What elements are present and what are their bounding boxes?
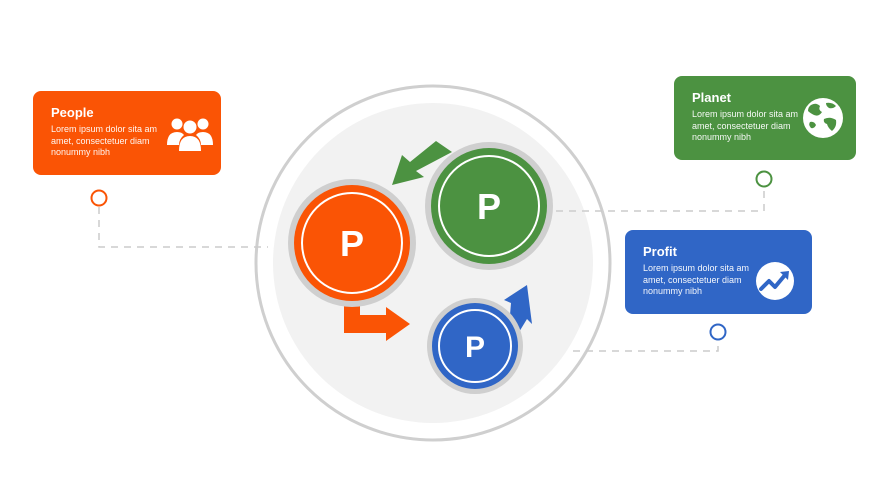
connector-profit — [573, 340, 719, 352]
card-planet-body: Lorem ipsum dolor sita am amet, consecte… — [692, 109, 799, 142]
marker-profit — [709, 323, 727, 341]
trend-up-icon — [756, 262, 794, 300]
marker-planet — [755, 170, 773, 188]
connector-planet — [556, 188, 765, 212]
connector-people — [98, 207, 268, 248]
circle-people: P — [288, 179, 416, 307]
circle-profit: P — [427, 298, 523, 394]
card-profit: Profit Lorem ipsum dolor sita am amet, c… — [625, 230, 812, 314]
arrow-planet-to-people-icon — [392, 141, 452, 185]
marker-people — [90, 189, 108, 207]
card-planet: Planet Lorem ipsum dolor sita am amet, c… — [674, 76, 856, 160]
card-people: People Lorem ipsum dolor sita am amet, c… — [33, 91, 221, 175]
card-planet-title: Planet — [692, 90, 732, 105]
circle-planet: P — [425, 142, 553, 270]
circle-planet-label: P — [477, 186, 501, 227]
circle-profit-label: P — [465, 331, 485, 364]
people-group-icon — [167, 118, 213, 151]
arrow-people-to-profit-icon — [344, 296, 410, 341]
card-profit-title: Profit — [643, 244, 677, 259]
circle-people-label: P — [340, 223, 364, 264]
card-profit-body: Lorem ipsum dolor sita am amet, consecte… — [643, 263, 750, 296]
card-people-title: People — [51, 105, 94, 120]
globe-icon — [803, 98, 843, 138]
card-people-body: Lorem ipsum dolor sita am amet, consecte… — [51, 124, 158, 157]
